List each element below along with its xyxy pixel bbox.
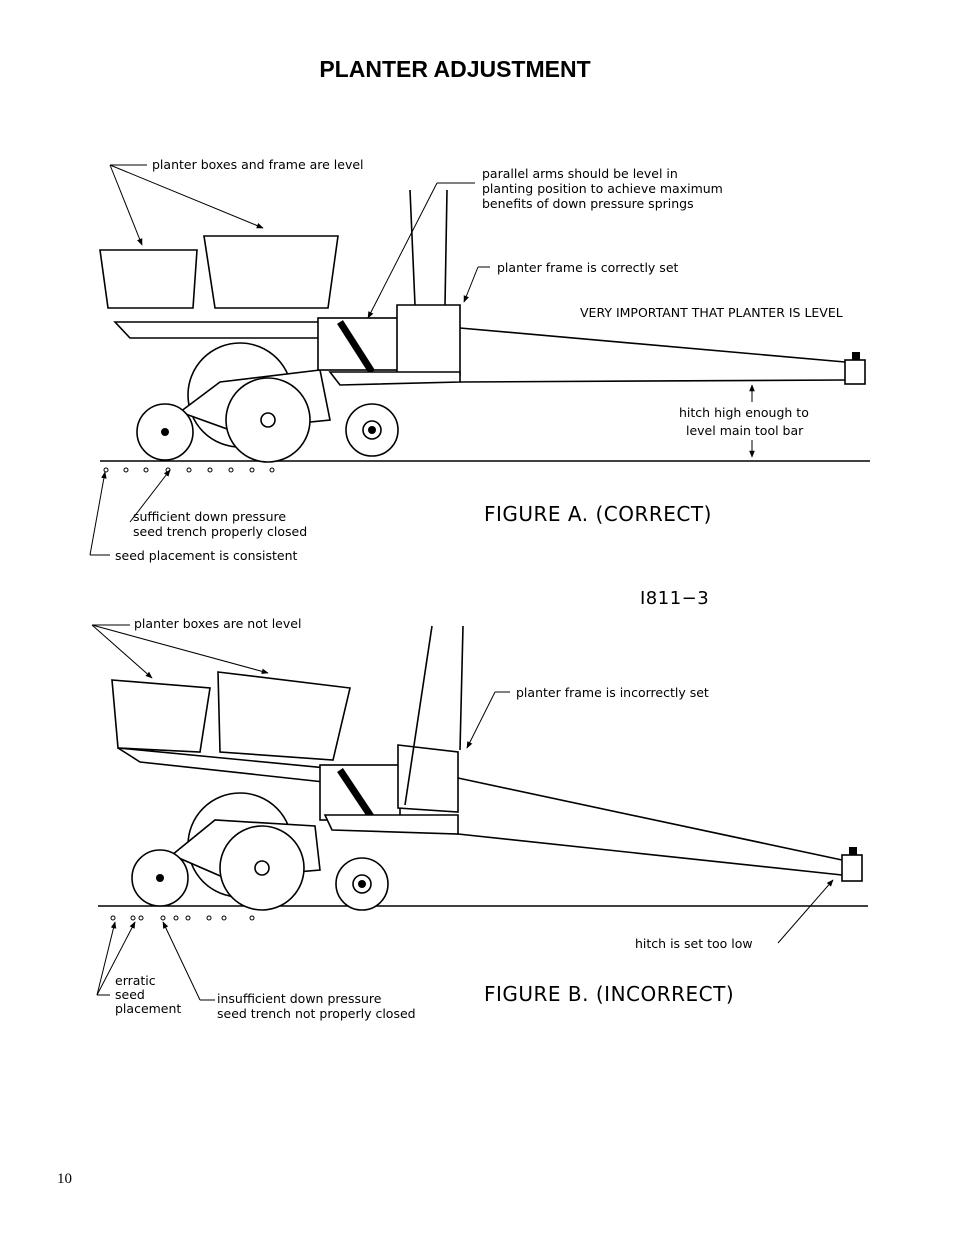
label-erratic-1: erratic	[115, 973, 156, 988]
figure-a-leaders	[89, 164, 490, 556]
hitch-tongue	[459, 327, 846, 363]
label-frame-correct: planter frame is correctly set	[497, 260, 679, 275]
label-hitch-low: hitch is set too low	[635, 936, 753, 951]
label-insufficient-2: seed trench not properly closed	[217, 1006, 416, 1021]
label-very-important: VERY IMPORTANT THAT PLANTER IS LEVEL	[580, 305, 843, 320]
hitch-clevis	[844, 359, 866, 385]
figure-b-caption: FIGURE B. (INCORRECT)	[484, 982, 734, 1006]
seed-dots-erratic	[110, 915, 255, 921]
label-down-pressure-1: sufficient down pressure	[133, 509, 286, 524]
planter-box-left	[111, 679, 211, 753]
label-boxes-level: planter boxes and frame are level	[152, 157, 364, 172]
parallel-arms	[317, 317, 401, 371]
hitch-tongue	[457, 777, 843, 861]
figure-b-leaders	[91, 624, 834, 1001]
label-parallel-arms-2: planting position to achieve maximum	[482, 181, 723, 196]
hitch-clevis	[841, 854, 863, 882]
label-boxes-not-level: planter boxes are not level	[134, 616, 301, 631]
seed-dots-consistent	[103, 467, 275, 473]
disc-opener	[219, 825, 305, 911]
label-erratic-3: placement	[115, 1001, 181, 1016]
drawing-number: I811−3	[640, 588, 709, 609]
disc-opener	[225, 377, 311, 463]
planter-box-right	[217, 671, 351, 761]
page-number: 10	[57, 1171, 72, 1187]
label-seed-consistent: seed placement is consistent	[115, 548, 298, 563]
label-parallel-arms-3: benefits of down pressure springs	[482, 196, 694, 211]
label-hitch-high-2: level main tool bar	[686, 423, 804, 438]
tool-bar	[397, 744, 459, 813]
tool-bar	[396, 304, 461, 376]
label-down-pressure-2: seed trench properly closed	[133, 524, 307, 539]
parallel-arms	[319, 764, 401, 821]
figure-a-drawing	[99, 189, 870, 473]
label-hitch-high-1: hitch high enough to	[679, 405, 809, 420]
label-frame-incorrect: planter frame is incorrectly set	[516, 685, 709, 700]
label-insufficient-1: insufficient down pressure	[217, 991, 382, 1006]
page-title: PLANTER ADJUSTMENT	[319, 56, 591, 82]
label-erratic-2: seed	[115, 987, 145, 1002]
planter-box-left	[99, 249, 198, 309]
figure-a-caption: FIGURE A. (CORRECT)	[484, 502, 712, 526]
figure-b-drawing	[98, 625, 868, 921]
label-parallel-arms-1: parallel arms should be level in	[482, 166, 678, 181]
planter-box-right	[203, 235, 339, 309]
